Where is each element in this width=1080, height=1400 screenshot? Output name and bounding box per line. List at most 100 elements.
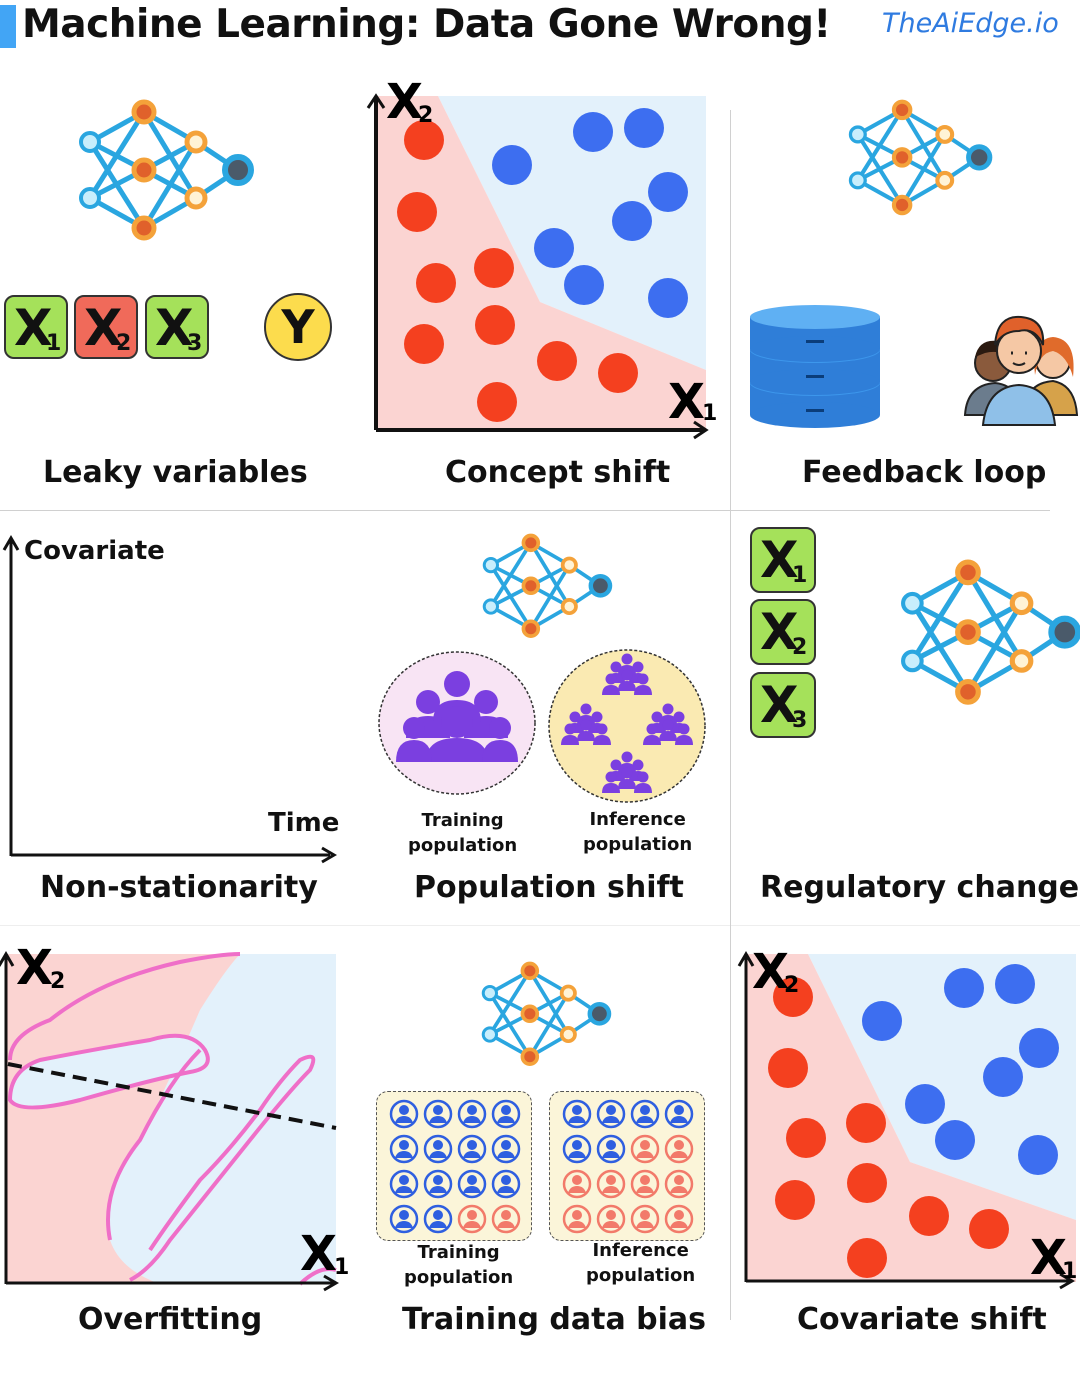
blue-point [1019,1028,1059,1068]
red-region [746,954,1076,1282]
red-point [404,324,444,364]
user-icon [562,1134,592,1164]
user-icon [423,1169,453,1199]
user-icon [389,1204,419,1234]
blue-point [624,108,664,148]
red-point [598,353,638,393]
caption-population-shift: Population shift [414,870,684,905]
covariate-shift-plot: X 2 X 1 [737,944,1077,1290]
blue-point [944,968,984,1008]
x2-axis-label: X [16,940,53,996]
caption-regulatory-changes: Regulatory changes [760,870,1080,905]
concept-shift-plot: X 2 X 1 [366,74,717,440]
caption-training-data-bias: Training data bias [402,1302,707,1337]
blue-point [983,1057,1023,1097]
user-icon [457,1204,487,1234]
y-axis-arrow [2,535,20,551]
x1-axis-subscript: 1 [702,401,717,426]
brand-link[interactable]: TheAiEdge.io [882,8,1059,39]
user-icon [664,1169,694,1199]
user-icon [596,1134,626,1164]
nonstationarity-axes [2,535,337,864]
user-icon [562,1204,592,1234]
title-accent-bar [0,5,16,48]
user-icon [630,1134,660,1164]
neural-network-icon [482,533,613,638]
x1-axis-label: X [300,1226,337,1282]
red-point [775,1180,815,1220]
x2-axis-subscript: 2 [784,973,799,998]
x2-axis-label: X [752,944,789,1000]
neural-network-icon [481,961,612,1066]
user-icon [630,1204,660,1234]
x1-axis-subscript: 1 [334,1255,349,1280]
x1-axis-label: X [1030,1230,1067,1286]
caption-leaky-variables: Leaky variables [43,455,308,490]
user-icon [630,1099,660,1129]
user-icon [457,1134,487,1164]
user-icon [423,1134,453,1164]
red-point [768,1048,808,1088]
user-icon [389,1169,419,1199]
inference-population-grid [549,1091,705,1241]
blue-point [612,201,652,241]
red-point [847,1163,887,1203]
red-point [404,120,444,160]
red-point [909,1196,949,1236]
overfitting-plot: X 2 X 1 [0,940,349,1292]
blue-point [564,265,604,305]
inference-population-circle [548,649,706,803]
column-divider [730,110,731,1320]
blue-point [534,228,574,268]
user-icon [562,1099,592,1129]
red-point [397,192,437,232]
x-axis-arrow [693,420,709,440]
decision-boundary [7,1062,337,1130]
neural-network-icon [901,559,1080,705]
user-icon [389,1134,419,1164]
red-point [474,248,514,288]
x-axis-label-time: Time [268,808,340,838]
caption-covariate-shift: Covariate shift [797,1302,1047,1337]
user-icon [491,1204,521,1234]
red-point [773,977,813,1017]
user-icon [389,1099,419,1129]
database-icon [750,305,880,428]
red-point [537,341,577,381]
user-icon [596,1169,626,1199]
user-icon [630,1169,660,1199]
page-title: Machine Learning: Data Gone Wrong! [22,2,831,47]
concept-points [397,108,688,422]
user-icon [491,1099,521,1129]
blue-point [648,172,688,212]
user-icon [423,1099,453,1129]
blue-point [935,1120,975,1160]
red-point [847,1238,887,1278]
user-icon [596,1204,626,1234]
people-group-icon [963,315,1079,426]
user-icon [664,1134,694,1164]
user-icon [423,1204,453,1234]
user-icon [457,1099,487,1129]
row-divider-1 [0,510,1050,511]
training-population-grid [376,1091,532,1241]
caption-concept-shift: Concept shift [445,455,671,490]
x1-axis-subscript: 1 [1062,1259,1077,1284]
x1-axis-label: X [668,374,705,430]
user-icon [491,1169,521,1199]
blue-point [1018,1135,1058,1175]
user-icon [457,1169,487,1199]
blue-point [492,145,532,185]
caption-overfitting: Overfitting [78,1302,263,1337]
red-region [376,96,706,430]
red-point [846,1103,886,1143]
blue-region [108,954,336,1284]
blue-point [573,112,613,152]
red-point [475,305,515,345]
